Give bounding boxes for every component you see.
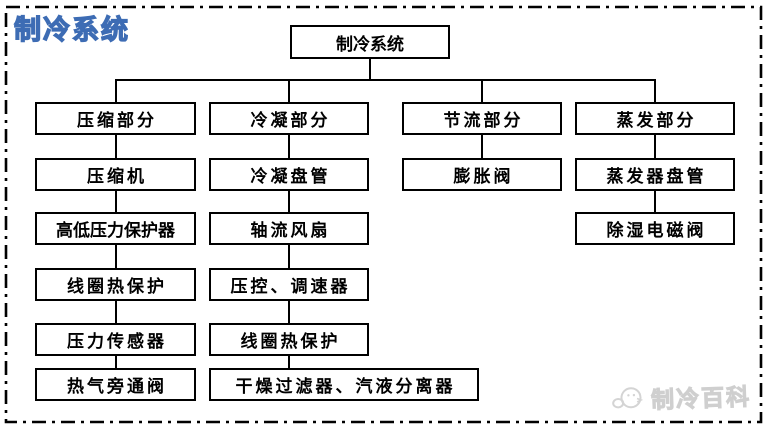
dashed-frame-border — [4, 5, 763, 424]
node-axial-fan: 轴流风扇 — [209, 212, 369, 245]
node-coil-thermal-protection-2: 线圈热保护 — [209, 323, 369, 356]
node-evaporation-section: 蒸发部分 — [575, 102, 735, 135]
node-root-refrigeration-system: 制冷系统 — [290, 25, 450, 59]
connector-lines — [115, 59, 656, 368]
node-hot-gas-bypass-valve: 热气旁通阀 — [35, 368, 196, 401]
node-compressor: 压缩机 — [35, 158, 196, 191]
page-title: 制冷系统 — [13, 14, 130, 46]
node-throttling-section: 节流部分 — [402, 102, 562, 135]
node-condensing-section: 冷凝部分 — [209, 102, 369, 135]
node-evaporator-coil: 蒸发器盘管 — [575, 158, 735, 191]
node-compression-section: 压缩部分 — [35, 102, 196, 135]
node-expansion-valve: 膨胀阀 — [402, 158, 562, 191]
node-dehumidifying-solenoid-valve: 除湿电磁阀 — [575, 212, 735, 245]
node-high-low-pressure-protector: 高低压力保护器 — [35, 212, 196, 245]
node-pressure-control-speed-governor: 压控、调速器 — [209, 268, 369, 301]
brand-watermark: 制冷百科 — [609, 378, 752, 417]
node-pressure-sensor: 压力传感器 — [35, 323, 196, 356]
node-coil-thermal-protection: 线圈热保护 — [35, 268, 196, 301]
penguin-mascot-icon — [612, 387, 644, 409]
node-condensing-coil: 冷凝盘管 — [209, 158, 369, 191]
node-drier-filter-and-liquid-separator: 干燥过滤器、汽液分离器 — [209, 368, 479, 401]
watermark-brand-text: 制冷百科 — [650, 384, 752, 415]
